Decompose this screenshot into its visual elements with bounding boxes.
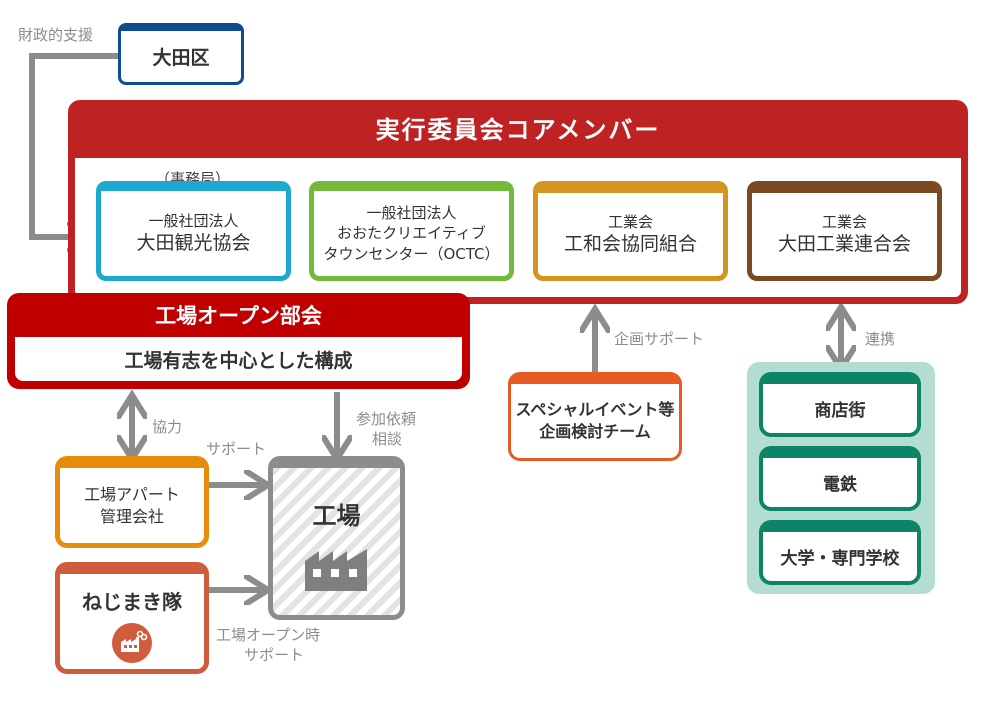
factory-open-subcommittee[interactable]: 工場オープン部会 工場有志を中心とした構成 [7,293,470,389]
support-label: サポート [206,440,267,458]
financial-support-arrow [29,53,120,237]
financial-support-label: 財政的支援 [18,26,94,44]
partner-label: 大学・専門学校 [780,549,900,569]
special-event-line1: スペシャルイベント等 [513,399,677,421]
planning-support-label: 企画サポート [614,330,705,348]
open-support-label-2: サポート [244,646,305,664]
member-ota-industry-federation[interactable]: 工業会 大田工業連合会 [747,181,942,281]
participation-label-2: 相談 [372,430,403,448]
nejimaki-team-box[interactable]: ねじまき隊 [55,562,209,674]
member-name: 大田工業連合会 [777,232,911,255]
member-name: 大田観光協会 [136,231,251,254]
member-name: 工和会協同組合 [563,232,697,255]
apartment-management-box[interactable]: 工場アパート 管理会社 [55,456,209,548]
subcommittee-subtitle: 工場有志を中心とした構成 [15,337,462,381]
nejimaki-label: ねじまき隊 [82,590,182,614]
special-event-team-box[interactable]: スペシャルイベント等 企画検討チーム [508,372,682,461]
factory-box[interactable]: 工場 [268,456,405,620]
member-type: 一般社団法人 [366,204,457,223]
partnership-label: 連携 [865,330,896,348]
member-name-cont: タウンセンター（OCTC） [323,244,500,263]
cooperation-label: 協力 [152,418,183,436]
subcommittee-title: 工場オープン部会 [155,304,322,328]
ota-ward-label: 大田区 [152,47,210,69]
partner-railway[interactable]: 電鉄 [759,446,921,511]
partners-group: 商店街 電鉄 大学・専門学校 [747,362,935,594]
member-name: おおたクリエイティブ [337,224,486,243]
member-type: 一般社団法人 [148,211,239,230]
partner-label: 商店街 [814,401,866,421]
member-kowakai[interactable]: 工業会 工和会協同組合 [533,181,728,281]
apartment-line1: 工場アパート [84,484,180,504]
special-event-line2: 企画検討チーム [539,422,651,441]
open-support-label-1: 工場オープン時 [216,626,321,644]
partner-universities[interactable]: 大学・専門学校 [759,520,921,585]
member-tourism-association[interactable]: 一般社団法人 大田観光協会 [96,181,291,281]
participation-label-1: 参加依頼 [356,410,417,428]
partner-shopping-street[interactable]: 商店街 [759,372,921,437]
apartment-line2: 管理会社 [99,506,164,526]
factory-windup-icon [112,623,152,667]
member-type: 工業会 [607,212,653,231]
committee-title: 実行委員会コアメンバー [375,116,661,144]
partner-label: 電鉄 [823,475,857,495]
member-octc[interactable]: 一般社団法人 おおたクリエイティブ タウンセンター（OCTC） [309,181,514,281]
factory-label: 工場 [312,502,361,530]
member-type: 工業会 [821,212,867,231]
ota-ward-box[interactable]: 大田区 [118,23,244,85]
factory-icon [304,545,369,595]
